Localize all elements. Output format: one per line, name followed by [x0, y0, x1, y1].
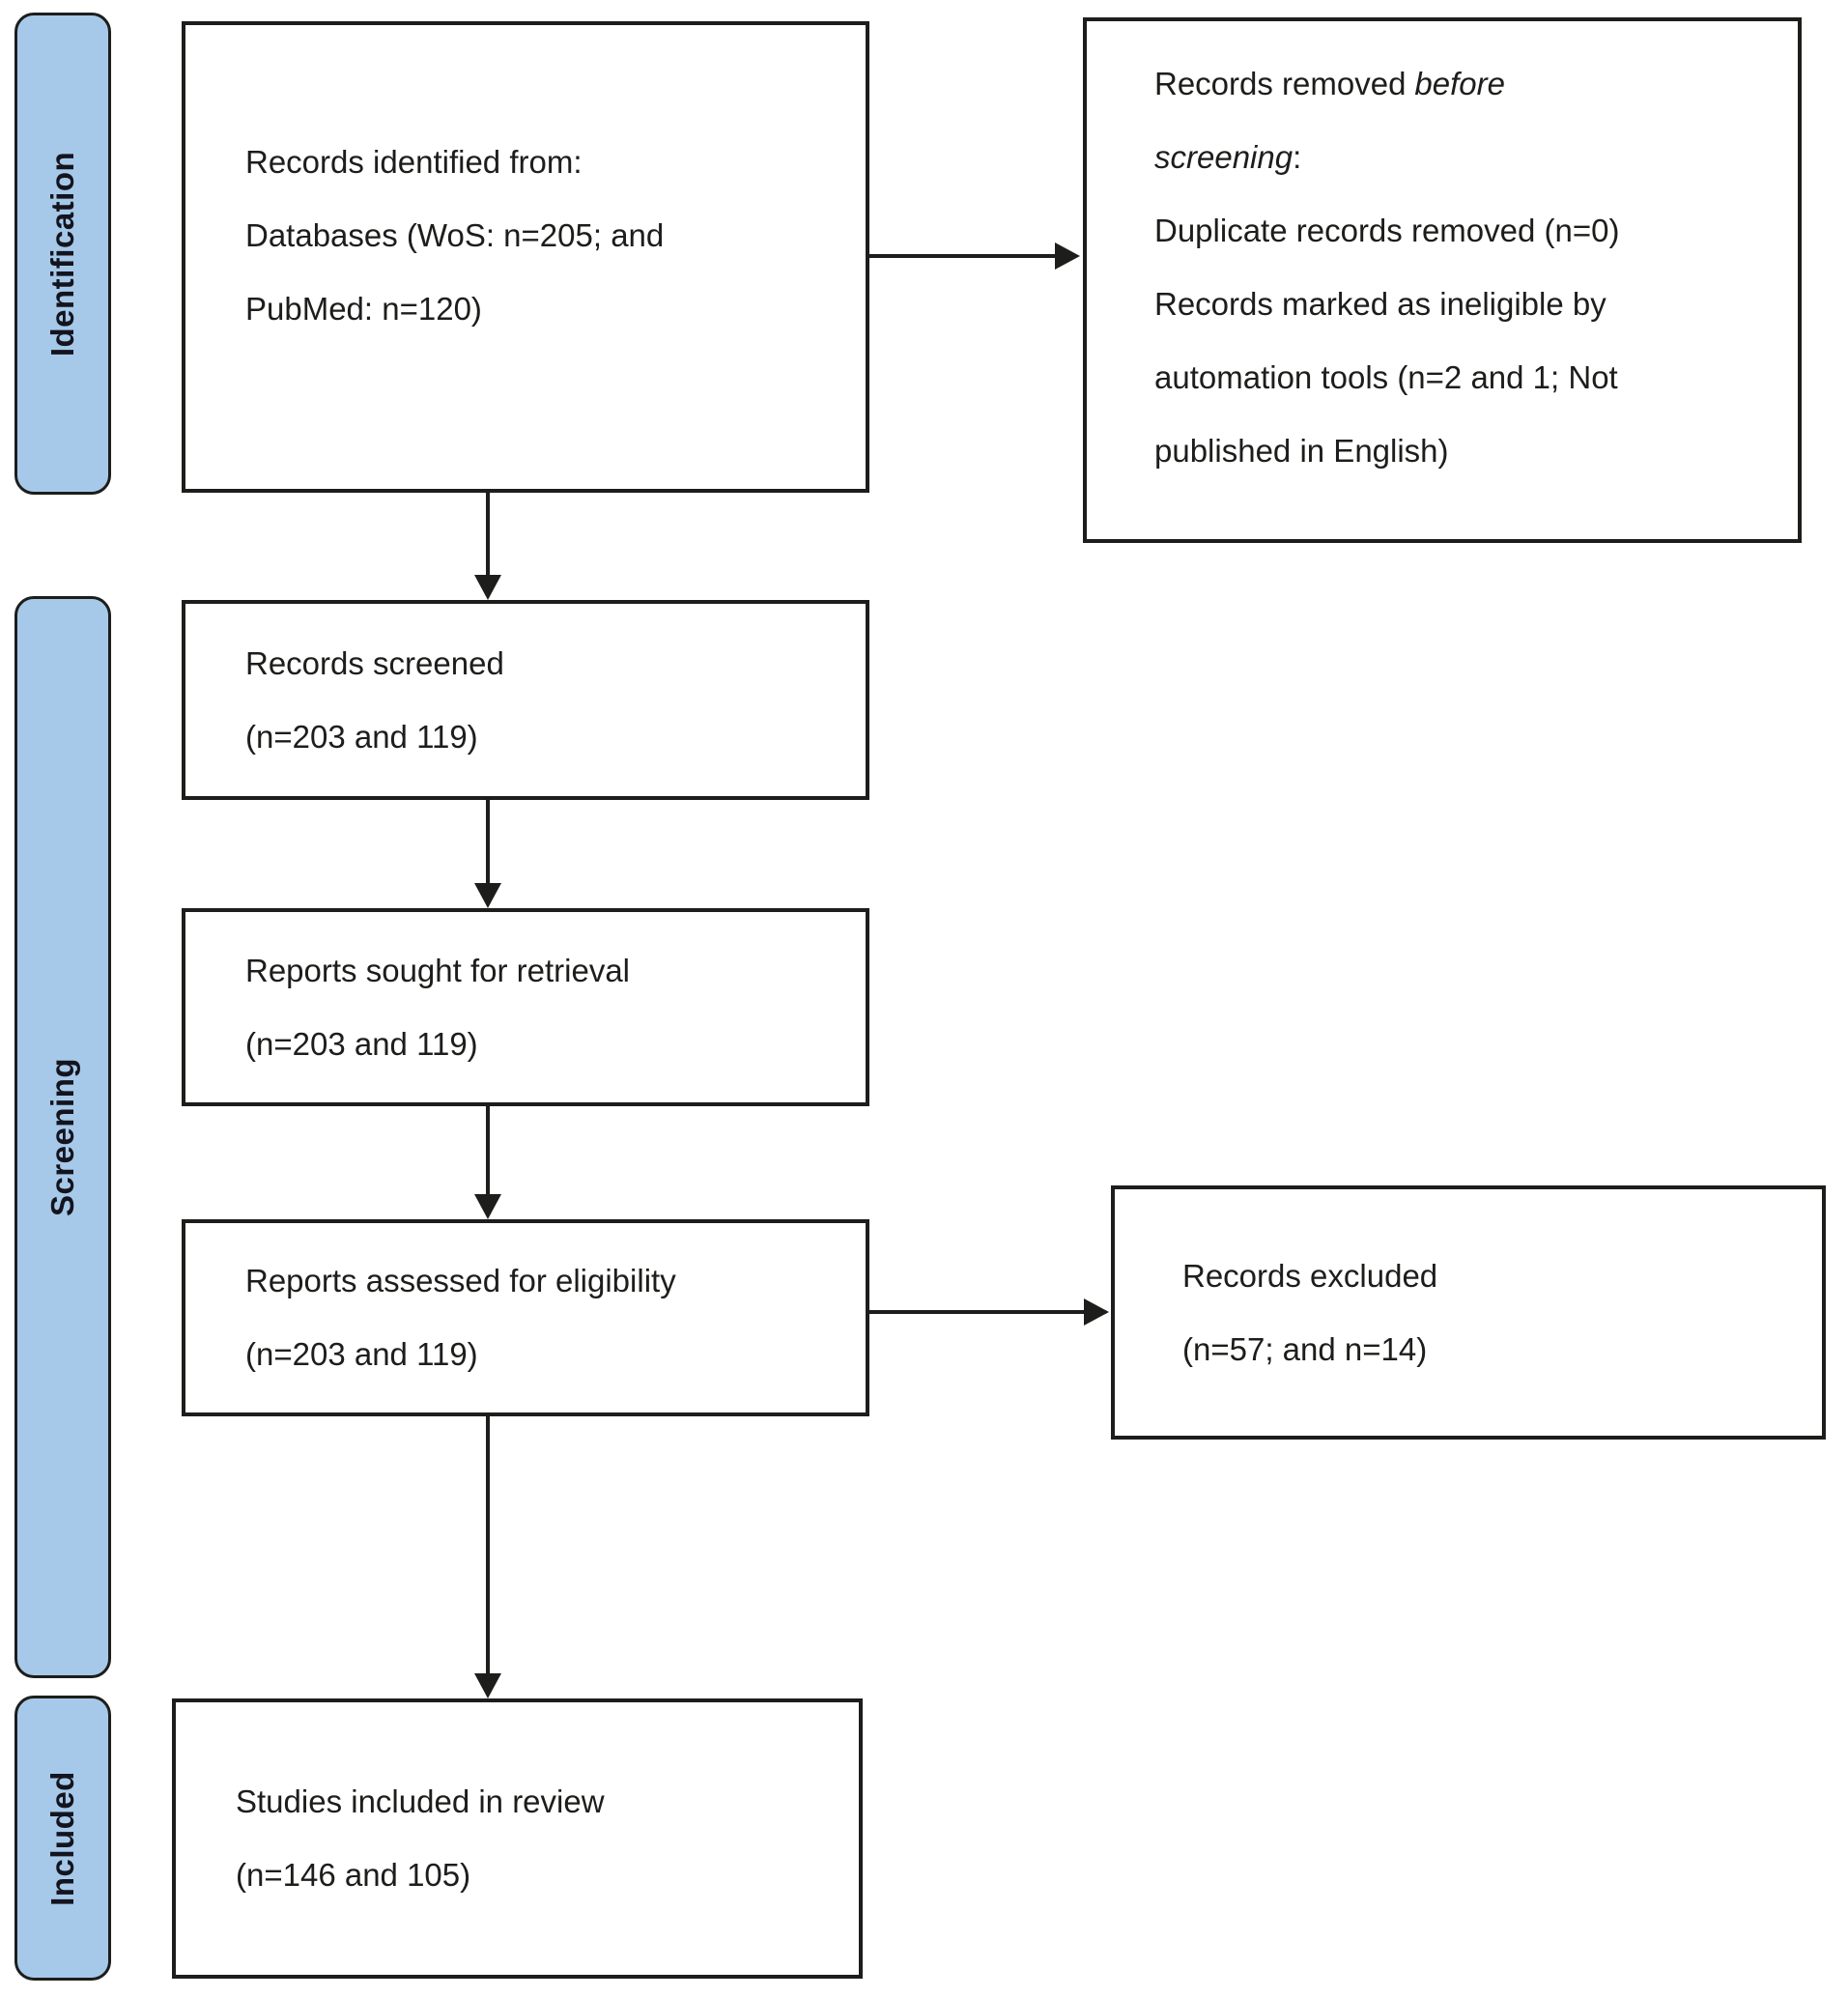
arrowhead-right-icon — [1084, 1298, 1109, 1326]
records-removed-line2-italic: screening — [1154, 139, 1294, 175]
records-excluded-line2: (n=57; and n=14) — [1182, 1330, 1428, 1367]
arrow-line — [486, 1106, 490, 1196]
records-removed-line5: automation tools (n=2 and 1; Not — [1154, 359, 1618, 395]
arrowhead-down-icon — [474, 575, 501, 600]
records-removed-line6: published in English) — [1154, 433, 1449, 469]
arrow-line — [486, 800, 490, 885]
stage-screening-label: Screening — [44, 1057, 80, 1217]
stage-identification-label: Identification — [44, 151, 80, 357]
records-removed-line4: Records marked as ineligible by — [1154, 286, 1606, 322]
records-screened-line2: (n=203 and 119) — [245, 718, 478, 755]
stage-screening: Screening — [14, 596, 111, 1678]
studies-included-line2: (n=146 and 105) — [236, 1857, 471, 1893]
records-removed-line2: screening: — [1154, 121, 1798, 194]
arrowhead-right-icon — [1055, 242, 1080, 270]
records-removed-line2-regular: : — [1293, 139, 1302, 175]
stage-identification: Identification — [14, 13, 111, 495]
arrowhead-down-icon — [474, 883, 501, 908]
reports-assessed-box: Reports assessed for eligibility (n=203 … — [182, 1219, 869, 1416]
records-screened-box: Records screened (n=203 and 119) — [182, 600, 869, 800]
stage-included-label: Included — [44, 1770, 80, 1906]
studies-included-box: Studies included in review (n=146 and 10… — [172, 1698, 863, 1979]
reports-sought-line1: Reports sought for retrieval — [245, 952, 631, 988]
records-identified-line2: Databases (WoS: n=205; and — [245, 217, 665, 253]
records-identified-line3: PubMed: n=120) — [245, 291, 482, 327]
records-removed-line1-regular: Records removed — [1154, 66, 1407, 101]
arrow-line — [869, 254, 1055, 258]
studies-included-line1: Studies included in review — [236, 1783, 605, 1819]
stage-included: Included — [14, 1696, 111, 1981]
arrow-line — [486, 493, 490, 578]
reports-sought-line2: (n=203 and 119) — [245, 1025, 478, 1062]
arrow-line — [486, 1416, 490, 1675]
arrowhead-down-icon — [474, 1194, 501, 1219]
records-screened-line1: Records screened — [245, 644, 504, 681]
arrowhead-down-icon — [474, 1673, 501, 1698]
records-removed-line1-italic: before — [1414, 66, 1505, 101]
records-identified-line1: Records identified from: — [245, 144, 583, 180]
arrow-line — [869, 1310, 1084, 1314]
records-excluded-box: Records excluded (n=57; and n=14) — [1111, 1185, 1826, 1440]
reports-sought-box: Reports sought for retrieval (n=203 and … — [182, 908, 869, 1106]
reports-assessed-line1: Reports assessed for eligibility — [245, 1263, 676, 1298]
records-identified-box: Records identified from: Databases (WoS:… — [182, 21, 869, 493]
reports-assessed-line2: (n=203 and 119) — [245, 1336, 478, 1372]
records-removed-line3: Duplicate records removed (n=0) — [1154, 213, 1620, 248]
records-excluded-line1: Records excluded — [1182, 1257, 1438, 1294]
